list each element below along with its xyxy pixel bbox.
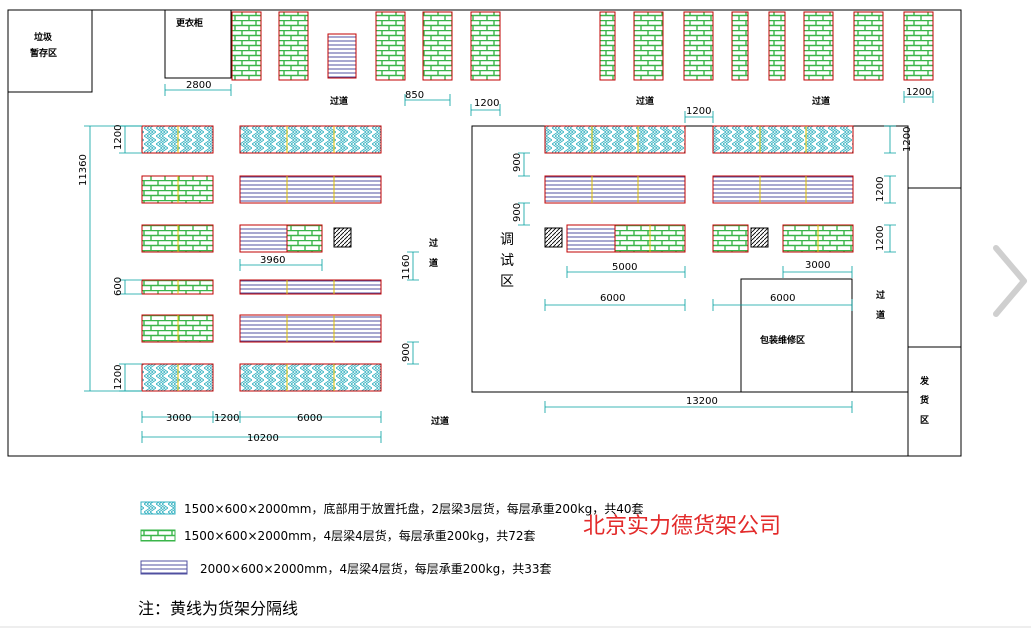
shipping-area-label-1: 发	[919, 375, 930, 387]
locker-room-label: 更衣柜	[176, 17, 203, 29]
dimension-label: 5000	[612, 262, 637, 273]
dimension-label: 600	[113, 277, 124, 296]
garbage-area	[7, 9, 93, 93]
inner-room	[471, 125, 909, 393]
dimension-label: 1200	[113, 125, 124, 150]
garbage-area-label-1: 垃圾	[34, 31, 53, 43]
dimension-label: 1200	[902, 127, 913, 152]
legend-text: 1500×600×2000mm，4层梁4层货，每层承重200kg，共72套	[184, 528, 535, 543]
dimension-label: 1200	[906, 87, 931, 98]
dimension-label: 3960	[260, 255, 285, 266]
dimension-label: 6000	[297, 413, 322, 424]
aisle-label: 过道	[636, 95, 654, 107]
aisle-label: 过道	[812, 95, 830, 107]
divider-lines	[177, 126, 819, 391]
dimension-label: 1200	[474, 98, 499, 109]
aisle-vertical-label-1: 过	[429, 237, 438, 249]
package-repair-area	[740, 278, 853, 393]
locker-room-area	[164, 9, 232, 79]
dimension-label: 900	[401, 343, 412, 362]
legend-text: 1500×600×2000mm，底部用于放置托盘，2层梁3层货，每层承重200k…	[184, 501, 643, 516]
aisle-vertical-label-2: 道	[876, 309, 885, 321]
dimension-label: 1200	[686, 106, 711, 117]
shipping-area	[907, 187, 962, 457]
legend-swatch-weave	[140, 501, 176, 515]
aisle-vertical-label-2: 道	[429, 257, 438, 269]
dimension-label: 6000	[600, 293, 625, 304]
building-outline	[7, 9, 962, 457]
aisle-label: 过道	[330, 95, 348, 107]
dimension-label: 1200	[113, 365, 124, 390]
company-name: 北京实力德货架公司	[583, 514, 781, 539]
package-repair-label: 包装维修区	[759, 334, 805, 346]
legend-swatch-brick	[140, 529, 176, 542]
dimension-label: 3000	[166, 413, 191, 424]
dimension-label: 1200	[214, 413, 239, 424]
dimension-label: 10200	[247, 433, 279, 444]
dimension-lines	[84, 84, 934, 443]
shipping-area-label-2: 货	[920, 394, 929, 406]
dimension-label: 6000	[770, 293, 795, 304]
dimension-label: 900	[512, 153, 523, 172]
dimension-label: 3000	[805, 260, 830, 271]
dimension-label: 1160	[401, 255, 412, 280]
top-racks	[231, 11, 934, 81]
aisle-label: 过道	[431, 415, 449, 427]
legend: 1500×600×2000mm，底部用于放置托盘，2层梁3层货，每层承重200k…	[140, 501, 643, 576]
debug-area-label-1: 调	[500, 232, 514, 248]
debug-area-label-2: 试	[500, 253, 514, 269]
dimension-label: 900	[512, 203, 523, 222]
dimension-label: 1200	[875, 226, 886, 251]
right-block-racks	[544, 125, 854, 253]
dimension-label: 11360	[78, 154, 89, 186]
dimension-label: 2800	[186, 80, 211, 91]
chevron-right-icon[interactable]	[990, 242, 1030, 320]
dimension-label: 13200	[686, 396, 718, 407]
debug-area-label-3: 区	[500, 274, 514, 290]
dimension-label: 1200	[875, 177, 886, 202]
aisle-vertical-label-1: 过	[876, 289, 885, 301]
dimension-label: 850	[405, 90, 424, 101]
legend-text: 2000×600×2000mm，4层梁4层货，每层承重200kg，共33套	[200, 561, 551, 576]
legend-swatch-lines	[140, 560, 188, 575]
left-block-racks	[141, 125, 382, 392]
garbage-area-label-2: 暂存区	[30, 47, 57, 59]
note-text: 注：黄线为货架分隔线	[138, 599, 298, 618]
shipping-area-label-3: 区	[920, 415, 929, 426]
